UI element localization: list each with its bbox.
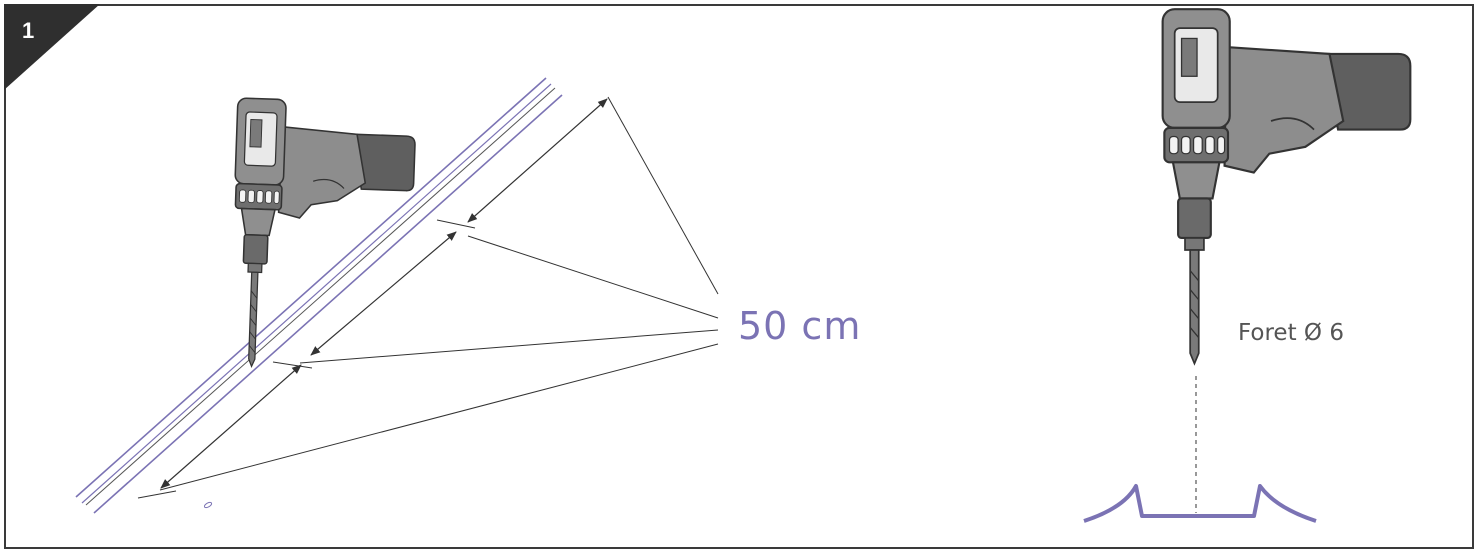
dimension-arrow-1 — [467, 98, 608, 223]
extension-ticks — [137, 219, 476, 499]
leader-lines — [159, 96, 719, 491]
hole-mark — [203, 501, 213, 509]
drill-icon — [234, 97, 416, 369]
dimension-label: 50 cm — [738, 304, 862, 348]
profile-icon — [1083, 484, 1317, 523]
step-badge — [4, 4, 100, 90]
drill-icon — [1161, 8, 1412, 366]
dimension-arrows — [160, 98, 608, 489]
drill-bit-label: Foret Ø 6 — [1238, 320, 1344, 346]
step-number: 1 — [22, 18, 35, 43]
dimension-arrow-2 — [310, 231, 457, 356]
dimension-arrow-3 — [160, 364, 302, 489]
